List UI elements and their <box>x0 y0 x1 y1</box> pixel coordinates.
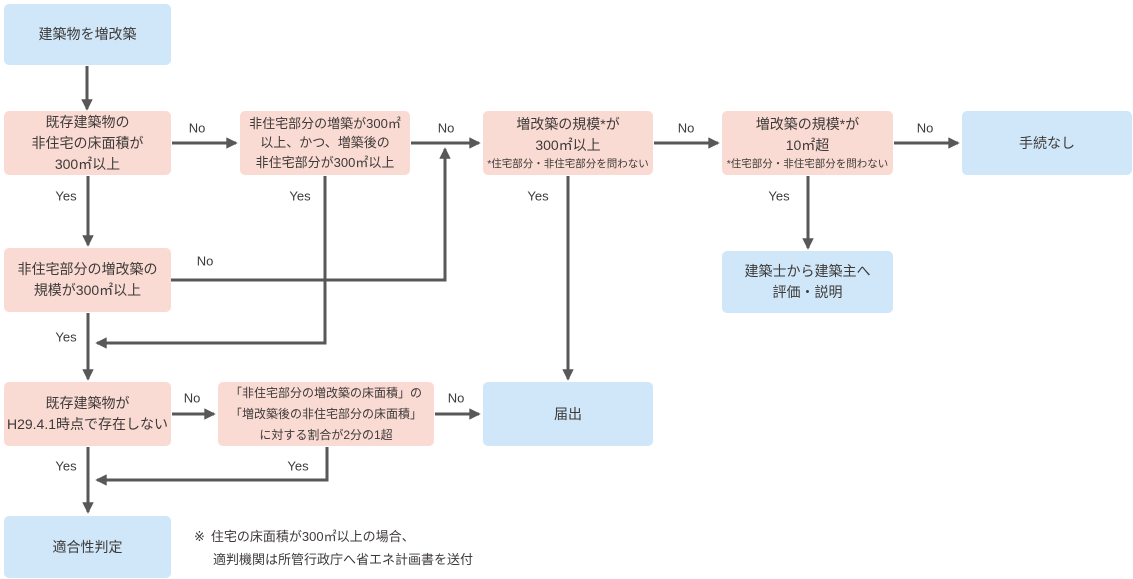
node-renovation-scale-10: 増改築の規模*が 10㎡超 *住宅部分・非住宅部分を問わない <box>722 111 893 175</box>
node-line: 建築物を増改築 <box>38 26 137 42</box>
edge-nonres-renovation-no <box>171 147 451 282</box>
edge-label-scale300-no: No <box>677 120 695 136</box>
node-existing-h29: 既存建築物が H29.4.1時点で存在しない <box>4 382 171 446</box>
edge-label-existing-no: No <box>188 120 206 136</box>
node-architect-explanation: 建築士から建築主へ 評価・説明 <box>722 251 893 313</box>
node-conformity-assessment: 適合性判定 <box>4 516 171 578</box>
node-line: 300㎡以上 <box>535 137 601 154</box>
edge-label-scale300-yes: Yes <box>527 188 549 204</box>
edge-label-nonres-renovation-no: No <box>196 253 214 269</box>
edge-label-nonres-renovation-yes: Yes <box>55 329 77 345</box>
edge-label-ratio-yes: Yes <box>287 458 309 474</box>
footnote-line: 適判機関は所管行政庁へ省エネ計画書を送付 <box>213 551 474 567</box>
edge-label-h29-no: No <box>183 390 201 406</box>
node-note: *住宅部分・非住宅部分を問わない <box>487 158 649 171</box>
edge-label-extension-no: No <box>437 120 455 136</box>
node-line: 非住宅部分の増改築の <box>17 261 158 277</box>
node-line: に対する割合が2分の1超 <box>259 427 393 442</box>
node-line: 10㎡超 <box>785 137 830 154</box>
footnote-marker: ※ <box>194 529 205 544</box>
node-start: 建築物を増改築 <box>4 4 171 65</box>
node-line: 評価・説明 <box>772 284 843 300</box>
node-nonres-extension-300: 非住宅部分の増築が300㎡ 以上、かつ、増築後の 非住宅部分が300㎡以上 <box>240 111 410 175</box>
node-floor-area-ratio: 「非住宅部分の増改築の床面積」の 「増改築後の非住宅部分の床面積」 に対する割合… <box>218 382 434 446</box>
node-line: 既存建築物が <box>45 395 130 411</box>
node-line: 届出 <box>554 405 582 422</box>
node-nonres-renovation-300: 非住宅部分の増改築の 規模が300㎡以上 <box>4 248 171 312</box>
node-line: 非住宅部分の増築が300㎡ <box>249 115 401 131</box>
edge-label-scale10-yes: Yes <box>768 188 790 204</box>
edge-label-scale10-no: No <box>916 120 934 136</box>
edge-label-h29-yes: Yes <box>55 458 77 474</box>
node-no-procedure: 手続なし <box>962 111 1132 175</box>
edge-label-ratio-no: No <box>447 390 465 406</box>
node-line: 増改築の規模*が <box>516 116 620 133</box>
node-line: 非住宅部分が300㎡以上 <box>255 154 395 170</box>
node-line: 既存建築物の <box>45 113 130 130</box>
node-line: 規模が300㎡以上 <box>33 282 142 298</box>
node-line: H29.4.1時点で存在しない <box>6 416 169 432</box>
node-line: 以上、かつ、増築後の <box>260 135 390 151</box>
edge-ratio-yes <box>95 447 329 486</box>
node-line: 非住宅の床面積が <box>31 134 144 151</box>
node-notification: 届出 <box>483 382 653 446</box>
node-line: 「非住宅部分の増改築の床面積」の <box>229 385 422 400</box>
footnote-line: 住宅の床面積が300㎡以上の場合、 <box>210 529 415 544</box>
node-renovation-scale-300: 増改築の規模*が 300㎡以上 *住宅部分・非住宅部分を問わない <box>483 111 653 175</box>
node-line: 300㎡以上 <box>54 155 121 172</box>
node-line: 手続なし <box>1019 134 1075 151</box>
node-existing-nonres-floor-300: 既存建築物の 非住宅の床面積が 300㎡以上 <box>4 111 171 175</box>
node-line: 増改築の規模*が <box>755 116 860 133</box>
node-note: *住宅部分・非住宅部分を問わない <box>726 158 889 171</box>
node-line: 建築士から建築主へ <box>744 263 871 279</box>
edge-extension-yes <box>95 176 327 349</box>
edge-label-extension-yes: Yes <box>289 188 311 204</box>
footnote: ※ 住宅の床面積が300㎡以上の場合、 適判機関は所管行政庁へ省エネ計画書を送付 <box>194 526 473 572</box>
node-line: 「増改築後の非住宅部分の床面積」 <box>229 406 422 421</box>
node-line: 適合性判定 <box>52 538 123 555</box>
edge-label-existing-yes: Yes <box>55 188 77 204</box>
